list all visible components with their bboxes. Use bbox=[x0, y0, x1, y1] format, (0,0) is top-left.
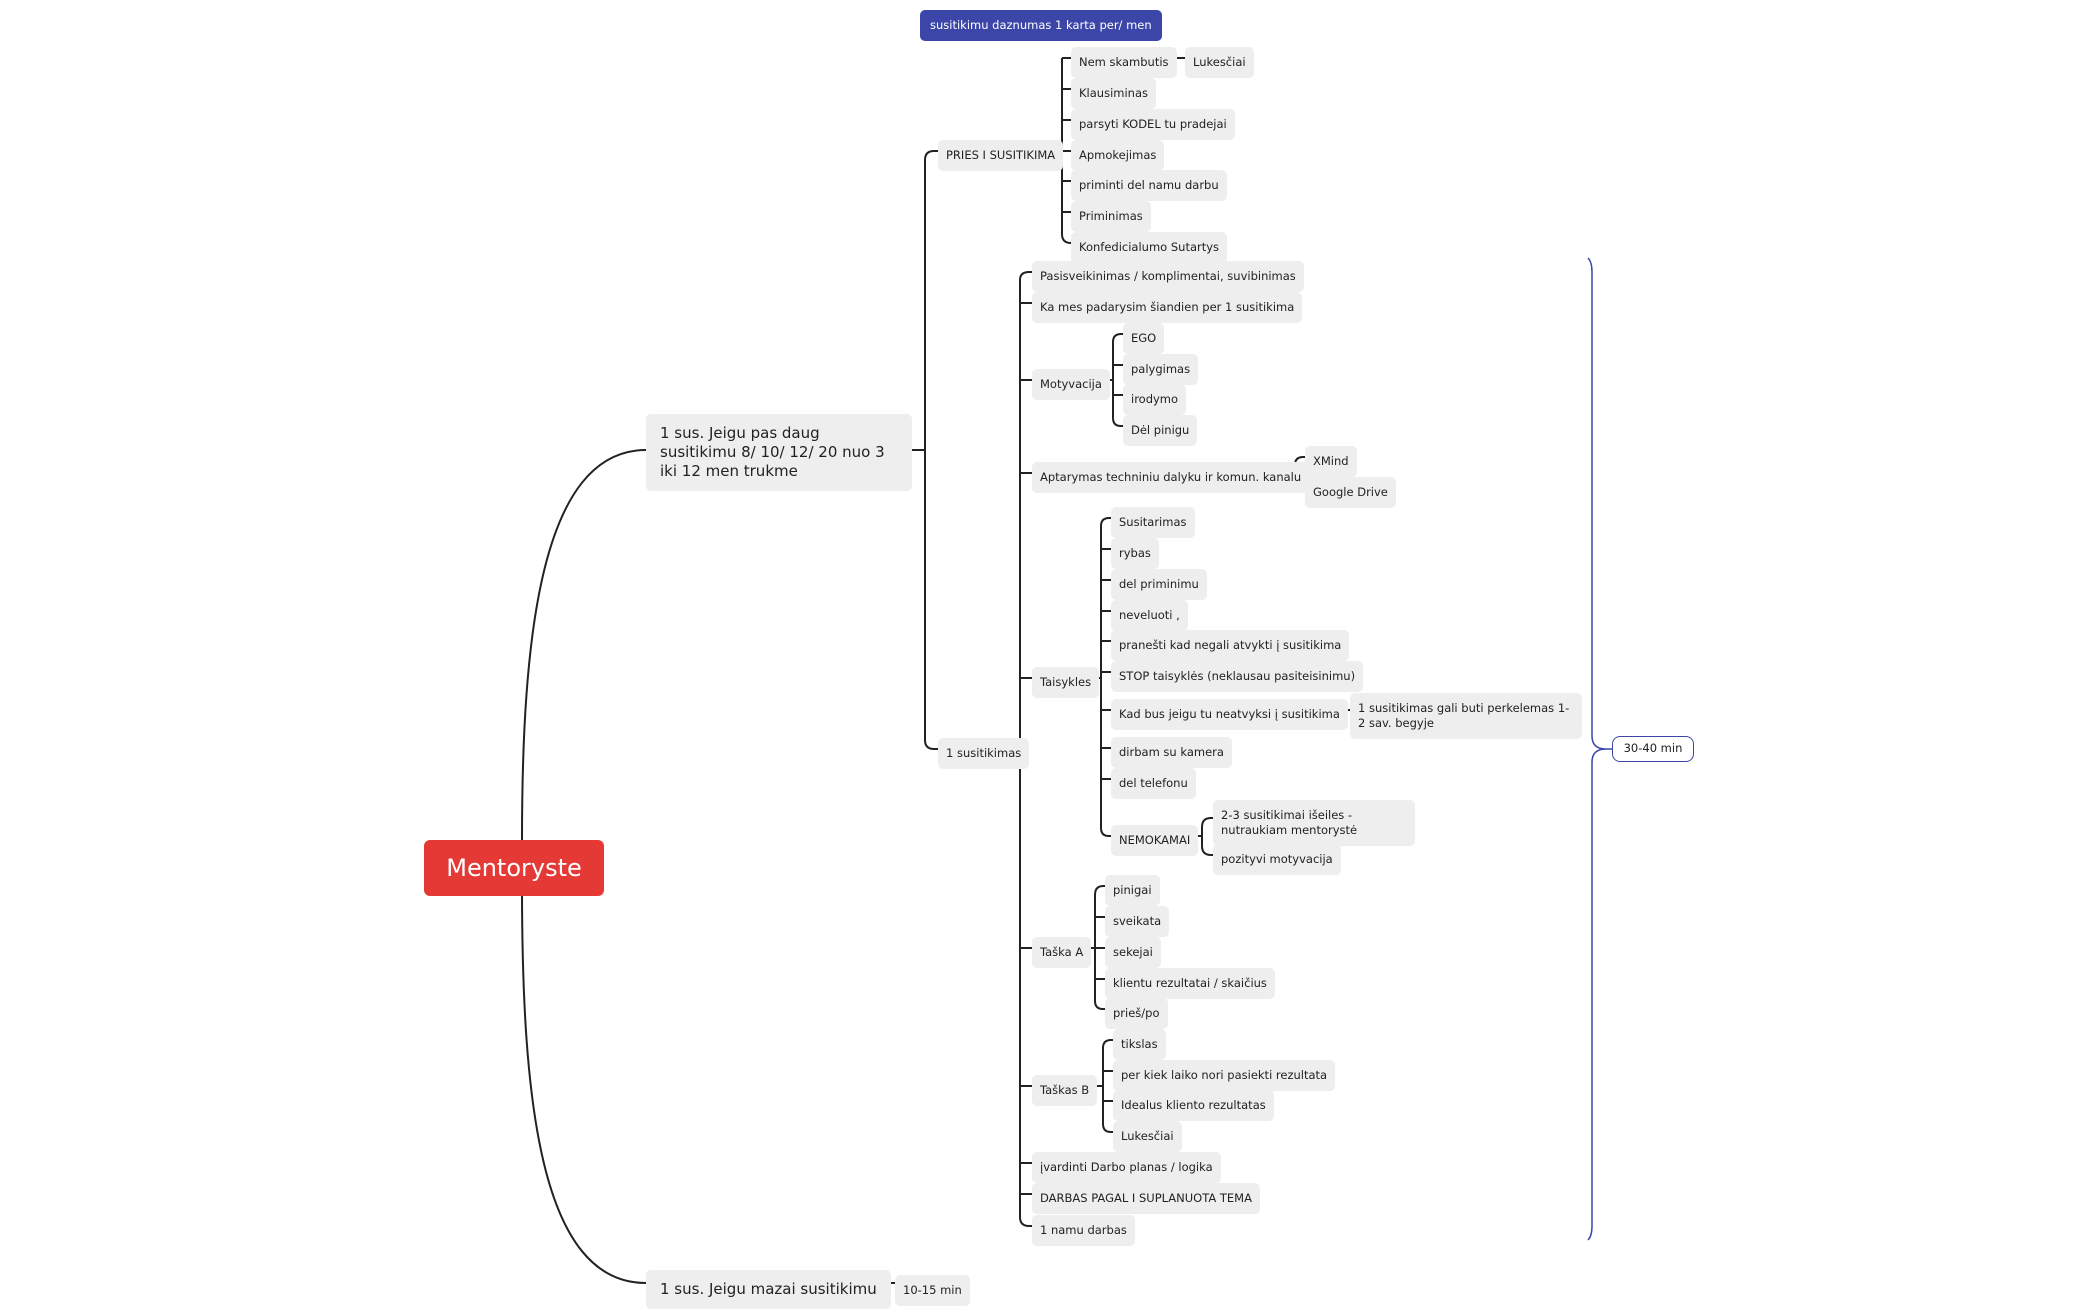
taisykles-item[interactable]: del priminimu bbox=[1111, 569, 1207, 600]
pries-item[interactable]: Priminimas bbox=[1071, 201, 1151, 232]
duration-30-40-note[interactable]: 30-40 min bbox=[1612, 736, 1694, 762]
pries-item[interactable]: Klausiminas bbox=[1071, 78, 1156, 109]
motyvacija-item[interactable]: palygimas bbox=[1123, 354, 1199, 385]
duration-bracket bbox=[1587, 257, 1612, 1241]
duration-10-15[interactable]: 10-15 min bbox=[895, 1275, 970, 1306]
taisykles-item[interactable]: pranešti kad negali atvykti į susitikima bbox=[1111, 630, 1350, 661]
taskas-b-item[interactable]: Idealus kliento rezultatas bbox=[1113, 1090, 1274, 1121]
node-nemokamai[interactable]: NEMOKAMAI bbox=[1111, 825, 1199, 856]
aptarymas-item[interactable]: Google Drive bbox=[1305, 477, 1396, 508]
connector-taskas-b bbox=[1092, 1039, 1113, 1133]
node-taisykles[interactable]: Taisykles bbox=[1032, 667, 1100, 698]
taska-a-item[interactable]: sekejai bbox=[1105, 937, 1161, 968]
susitikimas-item[interactable]: DARBAS PAGAL I SUPLANUOTA TEMA bbox=[1032, 1183, 1260, 1214]
taska-a-item[interactable]: prieš/po bbox=[1105, 998, 1168, 1029]
connector-main-spine bbox=[912, 150, 938, 750]
branch-few-meetings[interactable]: 1 sus. Jeigu mazai susitikimu bbox=[646, 1270, 891, 1309]
frequency-banner[interactable]: susitikimu daznumas 1 karta per/ men bbox=[920, 10, 1162, 41]
connector-root-second bbox=[521, 885, 647, 1284]
motyvacija-item[interactable]: irodymo bbox=[1123, 384, 1187, 415]
taisykles-item[interactable]: rybas bbox=[1111, 538, 1159, 569]
branch-many-meetings[interactable]: 1 sus. Jeigu pas daug susitikimu 8/ 10/ … bbox=[646, 414, 912, 491]
pries-item[interactable]: Konfedicialumo Sutartys bbox=[1071, 232, 1228, 263]
nemokamai-item[interactable]: 2-3 susitikimai išeiles - nutraukiam men… bbox=[1213, 800, 1415, 846]
node-1-susitikimas[interactable]: 1 susitikimas bbox=[938, 738, 1030, 769]
susitikimas-item[interactable]: įvardinti Darbo planas / logika bbox=[1032, 1152, 1221, 1183]
connector-root-main bbox=[521, 449, 647, 841]
taisykles-item[interactable]: dirbam su kamera bbox=[1111, 737, 1232, 768]
taskas-b-item[interactable]: per kiek laiko nori pasiekti rezultata bbox=[1113, 1060, 1336, 1091]
pries-item[interactable]: Nem skambutis bbox=[1071, 47, 1177, 78]
pries-item[interactable]: priminti del namu darbu bbox=[1071, 170, 1227, 201]
node-taskas-b[interactable]: Taškas B bbox=[1032, 1075, 1098, 1106]
taska-a-item[interactable]: klientu rezultatai / skaičius bbox=[1105, 968, 1275, 999]
susitikimas-item[interactable]: Ka mes padarysim šiandien per 1 susitiki… bbox=[1032, 292, 1303, 323]
taisykles-item[interactable]: STOP taisyklės (neklausau pasiteisinimu) bbox=[1111, 661, 1364, 692]
taskas-b-item[interactable]: Lukesčiai bbox=[1113, 1121, 1182, 1152]
taska-a-item[interactable]: pinigai bbox=[1105, 875, 1160, 906]
pries-item[interactable]: parsyti KODEL tu pradejai bbox=[1071, 109, 1235, 140]
node-motyvacija[interactable]: Motyvacija bbox=[1032, 369, 1110, 400]
pries-item[interactable]: Lukesčiai bbox=[1185, 47, 1254, 78]
node-taska-a[interactable]: Taška A bbox=[1032, 937, 1092, 968]
taisykles-item[interactable]: del telefonu bbox=[1111, 768, 1196, 799]
nemokamai-item[interactable]: pozityvi motyvacija bbox=[1213, 844, 1341, 875]
neatvyksi-child[interactable]: 1 susitikimas gali buti perkelemas 1-2 s… bbox=[1350, 693, 1582, 739]
motyvacija-item[interactable]: Dėl pinigu bbox=[1123, 415, 1198, 446]
susitikimas-item[interactable]: 1 namu darbas bbox=[1032, 1215, 1135, 1246]
taisykles-item[interactable]: Susitarimas bbox=[1111, 507, 1195, 538]
pries-item[interactable]: Apmokejimas bbox=[1071, 140, 1165, 171]
taska-a-item[interactable]: sveikata bbox=[1105, 906, 1170, 937]
taisykles-item[interactable]: neveluoti , bbox=[1111, 600, 1188, 631]
motyvacija-item[interactable]: EGO bbox=[1123, 323, 1165, 354]
node-aptarymas[interactable]: Aptarymas techniniu dalyku ir komun. kan… bbox=[1032, 462, 1310, 493]
taskas-b-item[interactable]: tikslas bbox=[1113, 1029, 1166, 1060]
taisykles-item[interactable]: Kad bus jeigu tu neatvyksi į susitikima bbox=[1111, 699, 1348, 730]
node-pries-susitikima[interactable]: PRIES I SUSITIKIMA bbox=[938, 140, 1064, 171]
susitikimas-item[interactable]: Pasisveikinimas / komplimentai, suvibini… bbox=[1032, 261, 1304, 292]
aptarymas-item[interactable]: XMind bbox=[1305, 446, 1357, 477]
root-node[interactable]: Mentoryste bbox=[424, 840, 604, 896]
